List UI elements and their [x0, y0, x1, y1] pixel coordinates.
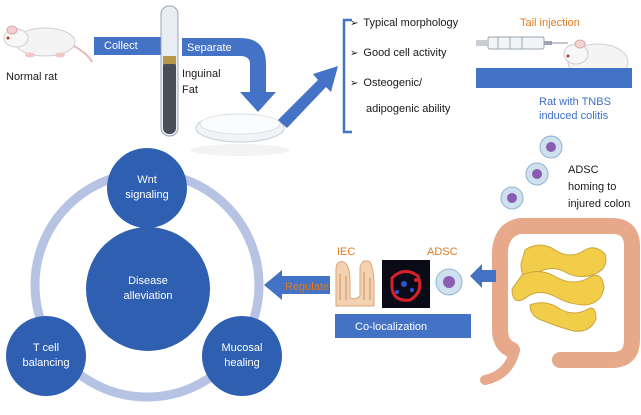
verify-item-morphology: ➢Typical morphology: [350, 17, 459, 29]
iec-illustration: [335, 260, 375, 307]
separate-label: Separate: [187, 42, 232, 54]
normal-rat-illustration: [3, 25, 93, 63]
adsc-homing-line1: ADSC: [568, 164, 599, 176]
colocalization-bar: [335, 314, 471, 338]
inguinal-label: Inguinal: [182, 68, 221, 80]
colon-illustration: [480, 218, 640, 385]
adsc-label: ADSC: [427, 246, 458, 258]
adsc-homing-line3: injured colon: [568, 198, 631, 210]
verify-item-osteogenic: ➢Osteogenic/: [350, 77, 423, 89]
arrowhead-bullet-icon: ➢: [350, 48, 359, 59]
tail-injection-label: Tail injection: [520, 17, 580, 29]
colitis-bar: [476, 68, 632, 88]
fluorescence-image: [382, 260, 430, 308]
normal-rat-label: Normal rat: [6, 71, 58, 83]
verify-bracket: [342, 18, 352, 134]
floating-adsc-cells: [500, 135, 563, 210]
iec-label: IEC: [337, 246, 356, 258]
petri-dish-illustration: [190, 113, 290, 156]
arrowhead-bullet-icon: ➢: [350, 18, 359, 29]
colitis-label-line1: Rat with TNBS: [539, 96, 611, 108]
colitis-label-line2: induced colitis: [539, 110, 609, 122]
fat-label: Fat: [182, 84, 198, 96]
arrowhead-bullet-icon: ➢: [350, 78, 359, 89]
colocalization-label: Co-localization: [355, 321, 428, 333]
verify-arrow: [278, 66, 338, 128]
regulate-label: Regulate: [285, 281, 330, 293]
collect-arrow: [94, 31, 176, 61]
adsc-cell: [435, 268, 463, 296]
verify-item-adipogenic: adipogenic ability: [366, 103, 451, 115]
regulate-arrow: [264, 270, 330, 300]
verify-item-activity: ➢Good cell activity: [350, 47, 447, 59]
test-tube-illustration: [160, 5, 179, 137]
adsc-homing-line2: homing to: [568, 181, 617, 193]
separate-arrow: [182, 38, 276, 112]
syringe-illustration: [476, 36, 568, 50]
collect-label: Collect: [104, 40, 138, 52]
gfp-label: +GFP: [235, 58, 247, 88]
colon-to-adsc-arrow: [470, 264, 496, 288]
